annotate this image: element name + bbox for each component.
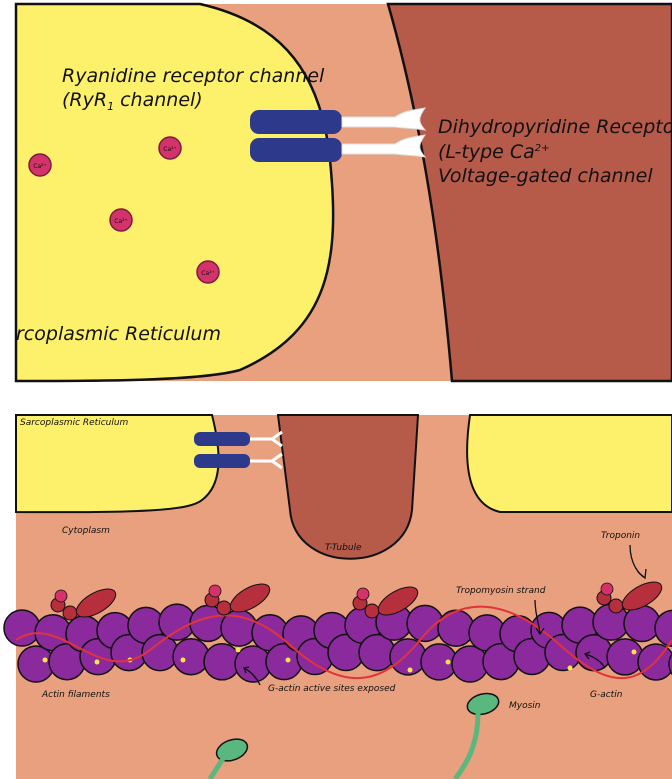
ryr-label-subscript: 1 <box>107 100 114 113</box>
ryr-label-line2: (RyR1 channel) <box>62 89 203 113</box>
g-actin-bead <box>607 639 643 675</box>
dhpr-label-line2: (L-type Ca2+ <box>438 141 550 163</box>
g-actin-bead <box>173 639 209 675</box>
calcium-ion-icon: Ca²⁺ <box>159 137 181 159</box>
ryr-label-line2-start: (RyR <box>62 89 107 111</box>
active-site-dot <box>408 668 413 673</box>
gactin-label: G-actin <box>590 690 623 700</box>
dhpr-label-superscript: 2+ <box>535 143 550 154</box>
myosin-label: Myosin <box>509 701 541 711</box>
active-site-dot <box>446 660 451 665</box>
ryr-label-line2-end: channel) <box>114 89 203 111</box>
dhpr-label-line3: Voltage-gated channel <box>438 165 653 187</box>
calcium-ion-icon: Ca²⁺ <box>110 209 132 231</box>
g-actin-bead <box>438 610 474 646</box>
actin-filaments-label: Actin filaments <box>41 690 110 700</box>
sarcoplasmic-reticulum-right <box>467 415 672 512</box>
ion-label: Ca²⁺ <box>33 163 46 170</box>
sr-label-bottom: Sarcoplasmic Reticulum <box>20 418 129 428</box>
active-sites-label: G-actin active sites exposed <box>268 684 396 694</box>
ion-label: Ca²⁺ <box>114 218 127 225</box>
calcium-ion-icon: Ca²⁺ <box>29 154 51 176</box>
sr-label-top: rcoplasmic Reticulum <box>16 323 221 345</box>
active-site-dot <box>95 660 100 665</box>
calcium-ion-icon <box>357 588 369 600</box>
g-actin-bead <box>4 610 40 646</box>
sarcoplasmic-reticulum-left <box>16 415 219 512</box>
cytoplasm-label: Cytoplasm <box>62 526 110 536</box>
troponin-label: Troponin <box>601 531 640 541</box>
active-site-dot <box>632 650 637 655</box>
dhpr-label-line1: Dihydropyridine Receptor <box>438 116 672 138</box>
active-site-dot <box>43 658 48 663</box>
tropomyosin-label: Tropomyosin strand <box>456 586 546 596</box>
ryr-label-line1: Ryanidine receptor channel <box>62 65 325 87</box>
t-tubule-label: T-Tubule <box>325 543 362 553</box>
active-site-dot <box>236 648 241 653</box>
active-site-dot <box>181 658 186 663</box>
top-panel: Ca²⁺ Ca²⁺ Ca²⁺ Ca²⁺ Ryanidine receptor c… <box>16 4 672 381</box>
g-actin-bead <box>624 605 660 641</box>
ion-label: Ca²⁺ <box>201 270 214 277</box>
bottom-panel: Sarcoplasmic Reticulum Cytoplasm T-Tubul… <box>4 415 672 779</box>
calcium-ion-icon <box>209 585 221 597</box>
active-site-dot <box>568 666 573 671</box>
dhpr-label-line2-start: (L-type Ca <box>438 141 535 163</box>
calcium-ion-icon <box>55 590 67 602</box>
active-site-dot <box>286 658 291 663</box>
ion-label: Ca²⁺ <box>163 146 176 153</box>
calcium-ion-icon <box>601 583 613 595</box>
calcium-ion-icon: Ca²⁺ <box>197 261 219 283</box>
